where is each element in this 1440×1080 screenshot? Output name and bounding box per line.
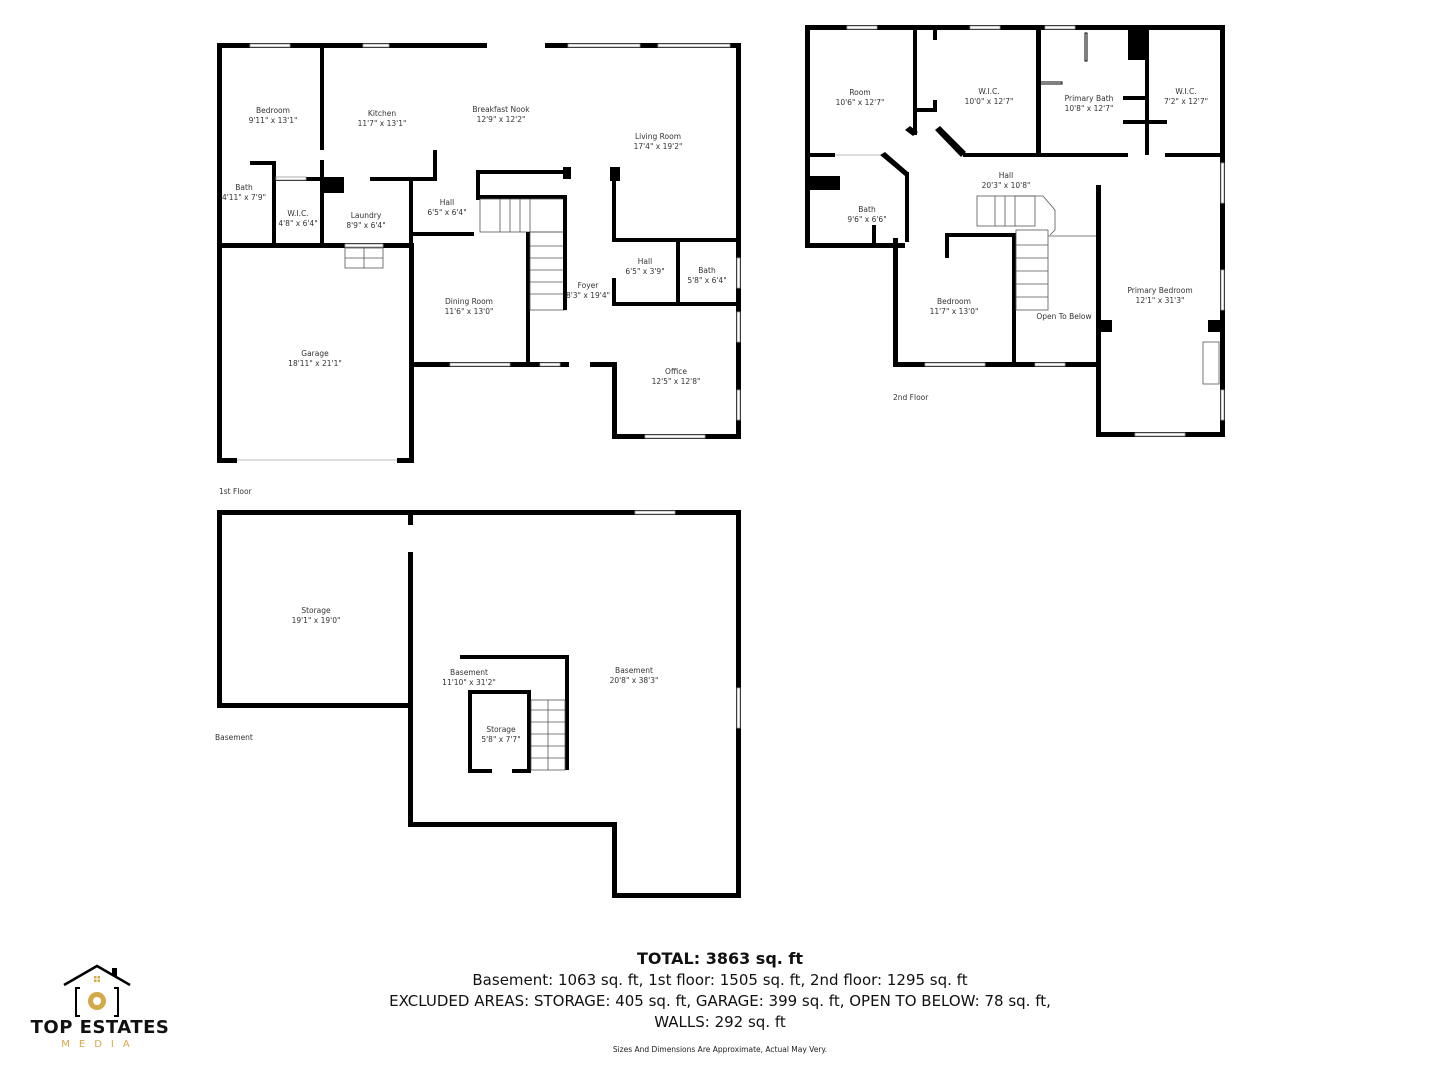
logo-house-icon (63, 964, 131, 1017)
second-floor-walls (805, 25, 1225, 437)
floor-label-2nd: 2nd Floor (893, 393, 929, 402)
basement-walls (217, 510, 741, 898)
room-label-wic-1f: W.I.C.4'8" x 6'4" (278, 209, 318, 228)
company-logo: TOP ESTATES MEDIA (30, 962, 170, 1052)
floor-label-1st: 1st Floor (219, 487, 252, 496)
floor-label-basement: Basement (215, 733, 253, 742)
room-label-wic-2f-b: W.I.C.7'2" x 12'7" (1163, 87, 1209, 106)
logo-sub-text: MEDIA (61, 1039, 139, 1050)
area-summary: TOTAL: 3863 sq. ft Basement: 1063 sq. ft… (370, 948, 1070, 1033)
room-label-wic-2f-a: W.I.C.10'0" x 12'7" (964, 87, 1014, 106)
total-area: TOTAL: 3863 sq. ft (636, 949, 804, 968)
logo-brand-text: TOP ESTATES (30, 1017, 170, 1038)
first-floor-walls (217, 43, 741, 463)
room-label-open-to-below: Open To Below (1036, 312, 1092, 321)
excluded-areas: EXCLUDED AREAS: STORAGE: 405 sq. ft, GAR… (389, 992, 1051, 1010)
disclaimer: Sizes And Dimensions Are Approximate, Ac… (612, 1045, 828, 1054)
walls-area: WALLS: 292 sq. ft (654, 1013, 786, 1031)
floor-breakdown: Basement: 1063 sq. ft, 1st floor: 1505 s… (472, 971, 968, 989)
